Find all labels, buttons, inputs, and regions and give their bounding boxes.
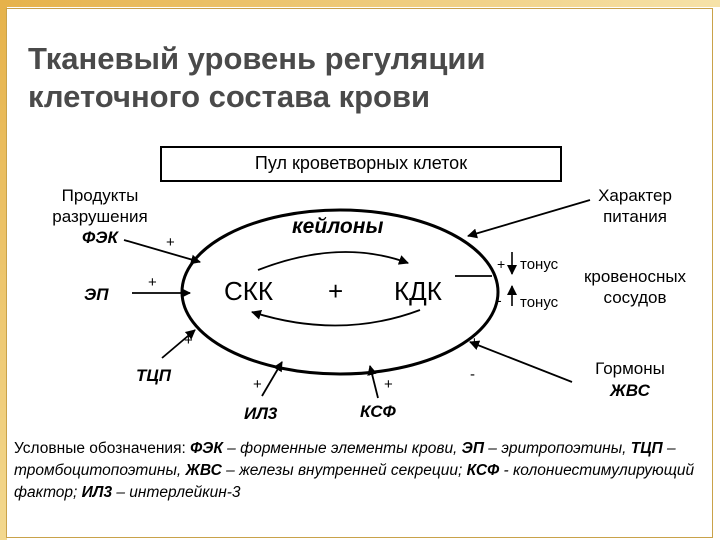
arrow-tcp-in — [161, 329, 196, 359]
vessels-line-2: сосудов — [603, 288, 667, 307]
center-plus: + — [328, 276, 344, 306]
minus-tonus: - — [497, 292, 502, 308]
ep-label: ЭП — [84, 285, 109, 304]
arrow-nutrition-in — [467, 199, 591, 239]
arrow-ksf-in — [367, 365, 379, 399]
hormones-line-1: Гормоны — [595, 359, 665, 378]
legend-desc-ep: – эритропоэтины, — [483, 440, 631, 457]
legend-abbr-tcp: ТЦП — [630, 440, 663, 457]
arrow-skk-to-kdk — [257, 251, 409, 271]
legend-abbr-ksf: КСФ — [466, 462, 500, 479]
left-line-1: Продукты — [61, 186, 139, 205]
vessels-label: кровеносных сосудов — [570, 266, 700, 308]
legend-desc-ksf: - колониестимулирующий фактор; — [14, 462, 695, 501]
legend-desc-il3: – интерлейкин-3 — [112, 484, 241, 501]
arrow-hormones-in — [469, 340, 573, 383]
title-line-1: Тканевый уровень регуляции — [28, 41, 486, 76]
plus-ep: + — [148, 274, 157, 291]
skk-label: СКК — [224, 276, 274, 306]
keylony-label: кейлоны — [292, 215, 384, 238]
plus-tcp: + — [184, 332, 193, 349]
legend-desc-tcp: – тромбоцитопоэтины, — [14, 440, 676, 479]
left-line-3: ФЭК — [82, 228, 118, 247]
pool-box: Пул кроветворных клеток — [160, 146, 562, 182]
plus-ksf: + — [384, 376, 393, 393]
legend-abbr-il3: ИЛ3 — [81, 484, 113, 501]
arrow-kdk-to-skk — [251, 309, 421, 327]
right-block-label: Характер питания — [580, 185, 690, 227]
right-line-1: Характер — [598, 186, 672, 205]
title-line-2: клеточного состава крови — [28, 79, 431, 114]
legend-desc-zhvs: – железы внутренней секреции; — [221, 462, 467, 479]
tonus-label-down: тонус — [520, 294, 559, 311]
slide-frame — [6, 8, 713, 538]
legend-abbr-ep: ЭП — [461, 440, 484, 457]
kdk-label: КДК — [394, 276, 442, 306]
plus-tonus: + — [497, 256, 506, 272]
il3-label: ИЛ3 — [244, 404, 278, 423]
vessels-line-1: кровеносных — [583, 267, 687, 286]
left-block-label: Продукты разрушения ФЭК — [40, 185, 160, 248]
tcp-label: ТЦП — [136, 366, 172, 385]
right-line-2: питания — [603, 207, 667, 226]
decor-top-bar — [0, 0, 720, 7]
arrow-feк-in — [123, 239, 201, 265]
left-line-2: разрушения — [52, 207, 148, 226]
tonus-label-up: тонус — [520, 256, 559, 273]
hormones-line-2: ЖВС — [610, 381, 650, 400]
hormones-label: Гормоны ЖВС — [570, 358, 690, 402]
plus-il3: + — [253, 376, 262, 393]
legend-desc-fek: – форменные элементы крови, — [222, 440, 462, 457]
legend-abbr-fek: ФЭК — [190, 440, 223, 457]
page-title: Тканевый уровень регуляции клеточного со… — [28, 40, 486, 116]
legend-prefix: Условные обозначения: — [14, 440, 191, 457]
legend-abbr-zhvs: ЖВС — [185, 462, 222, 479]
arrow-il3-in — [261, 361, 283, 397]
decor-left-bar — [0, 0, 7, 540]
legend-text: Условные обозначения: ФЭК – форменные эл… — [14, 438, 704, 504]
minus-hormones: - — [470, 366, 475, 383]
plus-hormones: + — [470, 334, 479, 351]
plus-fek: + — [166, 234, 175, 251]
ksf-label: КСФ — [360, 402, 396, 421]
